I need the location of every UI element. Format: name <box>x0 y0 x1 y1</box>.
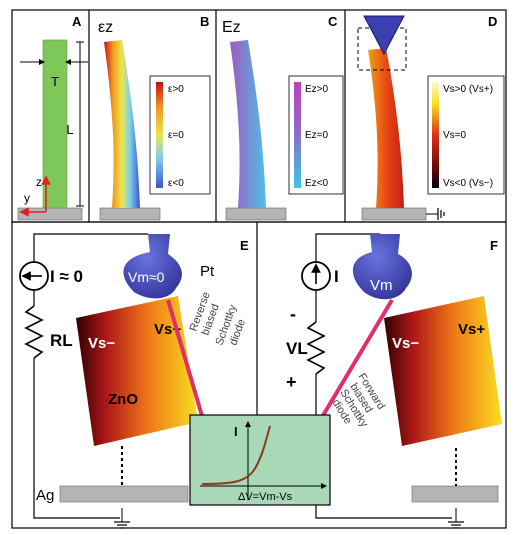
vs-minus-f: Vs− <box>392 335 419 352</box>
wire-f-top <box>315 233 380 262</box>
iv-curve <box>201 425 271 485</box>
potential-legend <box>427 75 505 195</box>
panel-d-letter: D <box>488 14 497 29</box>
voltage-label-f: VL <box>286 339 308 358</box>
potential-colorbar <box>432 82 439 188</box>
current-label-e: I ≈ 0 <box>50 267 83 286</box>
tip-voltage-f: Vm <box>370 277 393 294</box>
potential-legend-pos: Vs>0 (Vs+) <box>443 84 493 95</box>
bottom-row-frame <box>11 221 507 529</box>
zno-nanowire-f <box>384 296 502 446</box>
field-symbol: Ez <box>222 19 241 36</box>
substrate-d <box>361 207 427 221</box>
tip-metal-label: Pt <box>200 263 215 280</box>
strain-legend-zero: ε=0 <box>168 130 184 141</box>
wire-e-bottom <box>33 358 120 519</box>
panel-c: Ez C Ez>0 Ez=0 Ez<0 <box>222 14 344 221</box>
iv-inset: I ΔV=Vm-Vs <box>189 414 331 506</box>
vs-plus-f: Vs+ <box>458 321 485 338</box>
minus-sign-f: - <box>290 304 296 324</box>
substrate-c <box>225 207 287 221</box>
zno-label: ZnO <box>108 391 138 408</box>
bent-nanowire-field <box>230 40 266 208</box>
ag-electrode-f <box>411 485 499 503</box>
length-label: L <box>66 122 73 137</box>
panel-b: εz B ε>0 ε=0 ε<0 <box>98 14 211 221</box>
y-axis-label: y <box>24 191 30 205</box>
panel-f-letter: F <box>490 238 498 253</box>
panel-d: D Vs>0 (Vs+) Vs=0 Vs<0 (Vs−) <box>357 14 505 221</box>
panel-c-letter: C <box>328 14 338 29</box>
zno-nanowire-e <box>76 296 198 446</box>
current-label-f: I <box>334 267 339 286</box>
strain-legend-neg: ε<0 <box>168 178 184 189</box>
bent-nanowire-strain <box>104 40 140 208</box>
panel-e: I ≈ 0 RL Ag Vs− Vs+ ZnO Vm≈0 Pt Reverse … <box>19 233 249 529</box>
resistor-label-e: RL <box>50 331 73 350</box>
ag-label: Ag <box>36 487 54 504</box>
strain-symbol: εz <box>98 19 113 36</box>
resistor-e <box>24 305 44 359</box>
bent-nanowire-potential <box>368 48 404 208</box>
tip-voltage-e: Vm≈0 <box>128 269 165 285</box>
z-axis-label: z <box>36 175 42 189</box>
vs-minus-e: Vs− <box>88 335 115 352</box>
panel-f: I - VL + Vs− Vs+ Vm Forward biased Schot… <box>286 233 502 529</box>
ag-electrode-e <box>59 485 189 503</box>
substrate-a <box>17 207 83 221</box>
field-legend-neg: Ez<0 <box>305 178 329 189</box>
potential-legend-zero: Vs=0 <box>443 130 467 141</box>
field-legend-pos: Ez>0 <box>305 84 329 95</box>
afm-tip-icon <box>363 15 405 56</box>
strain-colorbar <box>156 82 163 188</box>
field-legend-zero: Ez=0 <box>305 130 329 141</box>
panel-a-letter: A <box>72 14 82 29</box>
panel-e-letter: E <box>240 238 249 253</box>
width-label: T <box>51 74 59 89</box>
panel-b-letter: B <box>200 14 209 29</box>
strain-legend-pos: ε>0 <box>168 84 184 95</box>
plus-sign-f: + <box>286 372 297 392</box>
wire-e-top <box>33 233 148 262</box>
tip-f-icon <box>352 234 412 300</box>
pt-tip-e-icon <box>123 234 182 299</box>
iv-y-label: I <box>234 424 238 439</box>
field-colorbar <box>294 82 301 188</box>
iv-x-label: ΔV=Vm-Vs <box>238 491 293 503</box>
load-resistor-f <box>306 321 326 375</box>
panel-a: T L z y A <box>17 14 88 221</box>
substrate-b <box>99 207 161 221</box>
potential-legend-neg: Vs<0 (Vs−) <box>443 178 493 189</box>
